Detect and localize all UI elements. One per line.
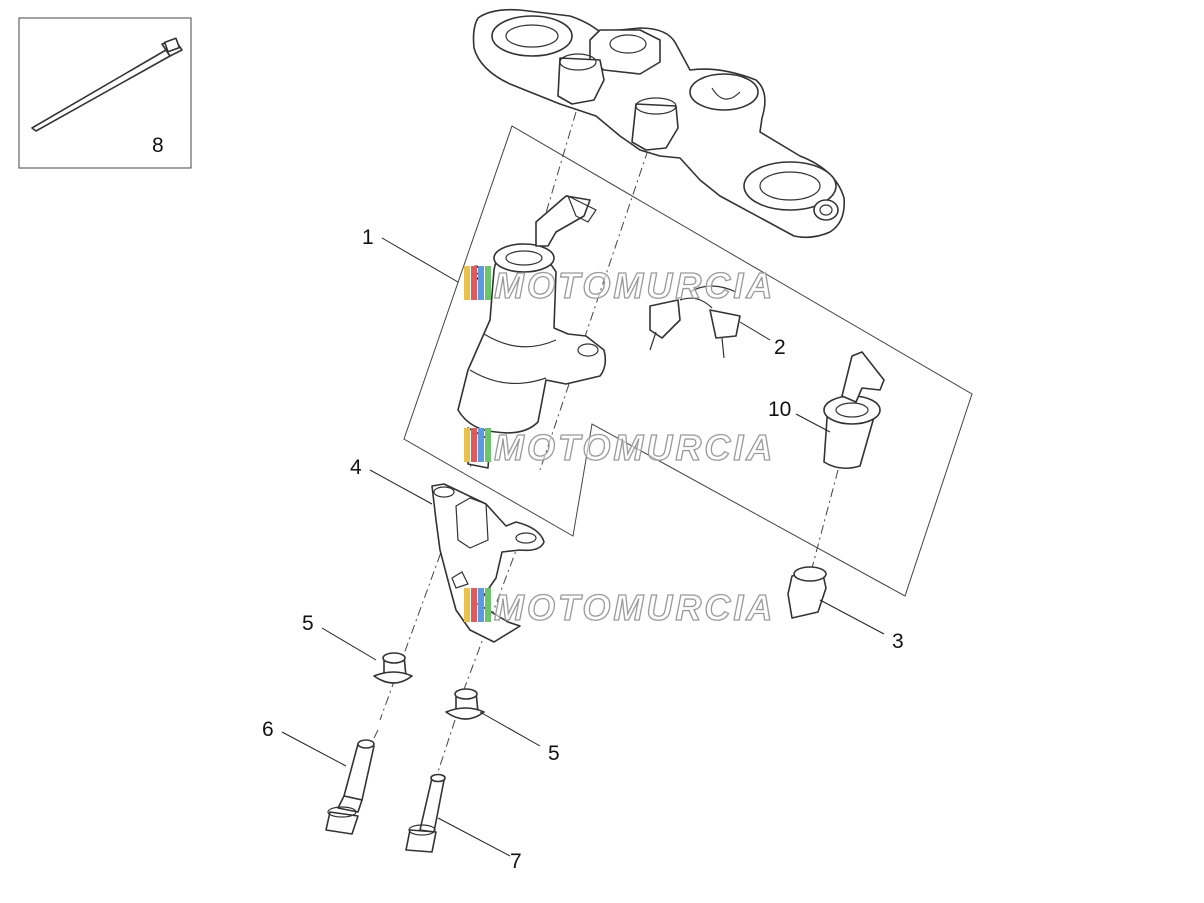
watermark-flag-stripe (485, 588, 491, 622)
bushing-upper (373, 652, 413, 684)
seat-lock (823, 351, 885, 470)
callout-2: 2 (774, 336, 786, 359)
watermark-flag-stripe (471, 266, 477, 300)
watermark-text: MOTOMURCIA (494, 265, 775, 306)
watermark-flag-stripe (464, 428, 470, 462)
callout-4: 4 (350, 456, 362, 479)
key-pair (649, 285, 741, 359)
callout-6: 6 (262, 718, 274, 741)
ignition-lock (457, 194, 607, 469)
inset-frame (18, 17, 192, 169)
screw (405, 773, 446, 853)
watermark-flag-stripe (471, 428, 477, 462)
kit-frame (403, 125, 973, 597)
callout-5-lower: 5 (548, 742, 560, 765)
watermark-flag-stripe (485, 266, 491, 300)
shear-bolt (325, 739, 375, 835)
callout-3: 3 (892, 630, 904, 653)
latch (787, 566, 827, 619)
watermark-middle: MOTOMURCIA (464, 426, 775, 469)
watermark-text: MOTOMURCIA (494, 587, 775, 628)
watermark-flag-stripe (471, 588, 477, 622)
watermark-flag-stripe (464, 588, 470, 622)
watermark-flag-stripe (478, 428, 484, 462)
callout-10: 10 (768, 398, 791, 421)
leader-lines (281, 237, 885, 857)
watermark-flag-stripe (485, 428, 491, 462)
watermark-flag-stripe (478, 266, 484, 300)
callout-1: 1 (362, 226, 374, 249)
callout-8: 8 (152, 134, 164, 157)
watermark-flag-stripe (478, 588, 484, 622)
callout-5-upper: 5 (302, 612, 314, 635)
watermark-flag-stripe (464, 266, 470, 300)
watermark-text: MOTOMURCIA (494, 427, 775, 468)
inset-box-cable-tie: 8 (18, 17, 192, 169)
triple-clamp (472, 8, 846, 239)
lock-bracket (431, 483, 545, 643)
watermark-top: MOTOMURCIA (464, 264, 775, 307)
watermark-bottom: MOTOMURCIA (464, 586, 775, 629)
bushing-lower (445, 688, 485, 720)
callout-7: 7 (510, 850, 522, 873)
cable-tie (31, 37, 183, 132)
